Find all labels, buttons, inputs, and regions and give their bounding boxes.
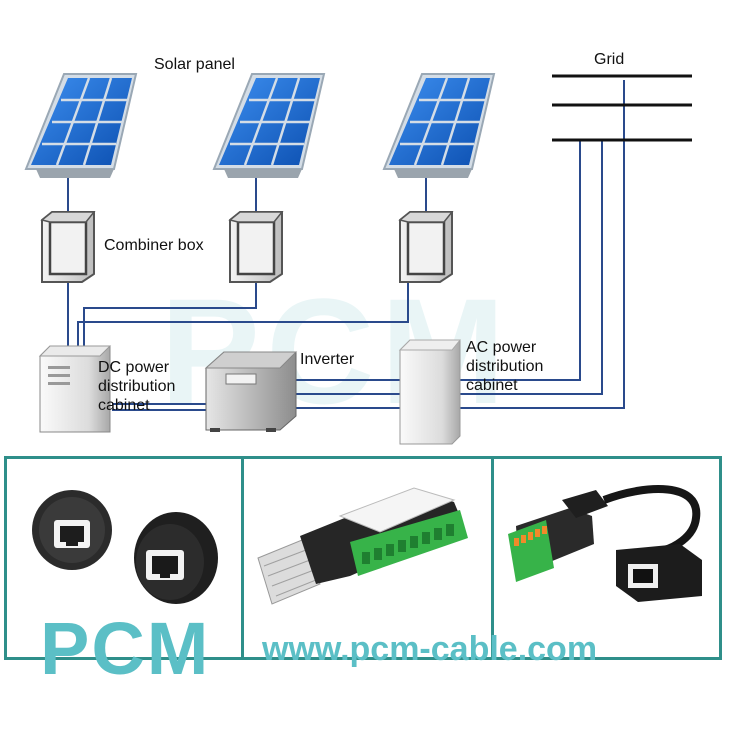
pcm-logo: PCM [40, 607, 211, 690]
combiner-box-icon [40, 210, 96, 284]
solar-system-diagram [24, 72, 692, 445]
panel-divider [241, 459, 244, 657]
ac-cabinet-label-line1: AC power [466, 339, 537, 356]
grid-lines [552, 74, 692, 142]
dc-wires [67, 80, 625, 411]
ac-cabinet-label-line2: distribution [466, 358, 544, 375]
solar-panel-icon [24, 72, 138, 180]
panel-divider [491, 459, 494, 657]
dc-cabinet-label-line2: distribution [98, 378, 176, 395]
dc-cabinet-label-line1: DC power [98, 359, 170, 376]
rj45-female-terminal-cable-photo [508, 485, 702, 602]
solar-panel-label: Solar panel [154, 56, 235, 73]
ac-cabinet-label-line3: cabinet [466, 377, 518, 394]
rj45-terminal-adapter-photo [257, 487, 468, 605]
combiner-box-label: Combiner box [104, 237, 204, 254]
rj45-panel-mount-coupler-photo [32, 490, 218, 604]
solar-panel-icon [382, 72, 496, 180]
combiner-box-icon [398, 210, 454, 284]
brand-url: www.pcm-cable.com [262, 630, 598, 668]
grid-label: Grid [594, 51, 625, 68]
inverter-icon [204, 351, 298, 432]
dc-cabinet-label-line3: cabinet [98, 397, 150, 414]
dc-cabinet-icon [38, 345, 112, 433]
rj45-connector-icon [32, 490, 112, 570]
rj45-connector-icon [134, 512, 218, 604]
combiner-box-icon [228, 210, 284, 284]
solar-panel-icon [212, 72, 326, 180]
ac-cabinet-icon [398, 339, 462, 445]
product-panels [4, 456, 722, 660]
inverter-label: Inverter [300, 351, 355, 368]
